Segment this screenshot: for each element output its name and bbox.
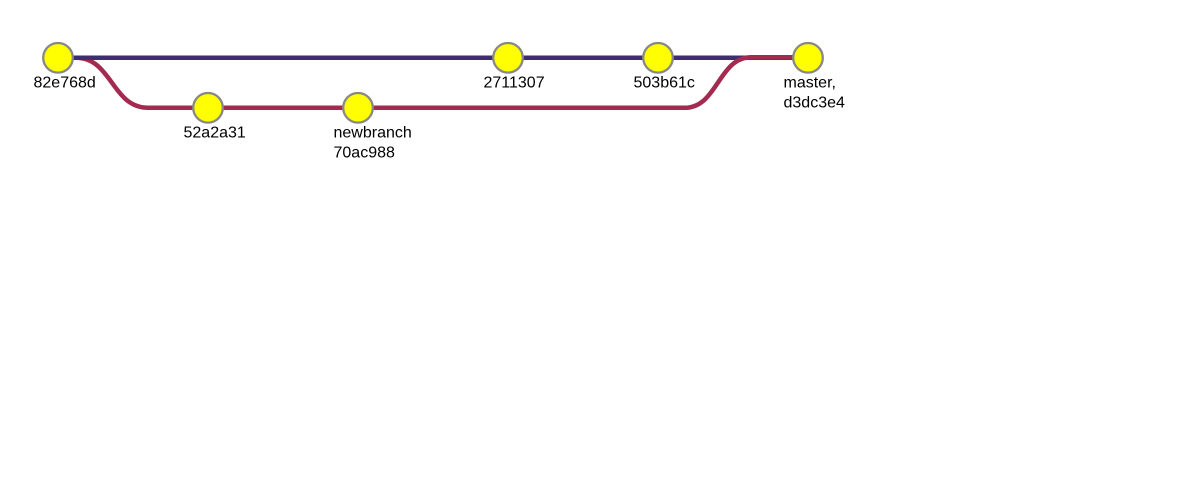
svg-text:2711307: 2711307 xyxy=(484,75,545,92)
svg-text:70ac988: 70ac988 xyxy=(334,144,395,161)
svg-text:82e768d: 82e768d xyxy=(34,75,96,92)
svg-text:master,: master, xyxy=(784,75,836,92)
svg-text:503b61c: 503b61c xyxy=(634,75,695,92)
svg-text:newbranch: newbranch xyxy=(334,125,412,142)
svg-text:52a2a31: 52a2a31 xyxy=(184,125,246,142)
svg-text:d3dc3e4: d3dc3e4 xyxy=(784,94,845,111)
